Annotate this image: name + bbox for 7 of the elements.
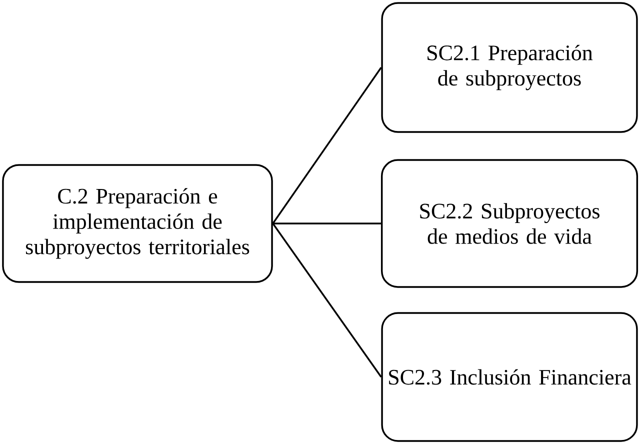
process-box: SC2.2 Subproyectos de medios de vida	[380, 159, 638, 288]
process-box: SC2.3 Inclusión Financiera	[381, 312, 638, 442]
connector-line	[272, 67, 382, 224]
process-box: C.2 Preparación e implementación de subproyectos territoriales	[2, 164, 273, 283]
connector-line	[272, 222, 381, 224]
connector-line	[272, 223, 382, 378]
process-box: SC2.1 Preparación de subproyectos	[381, 2, 638, 133]
